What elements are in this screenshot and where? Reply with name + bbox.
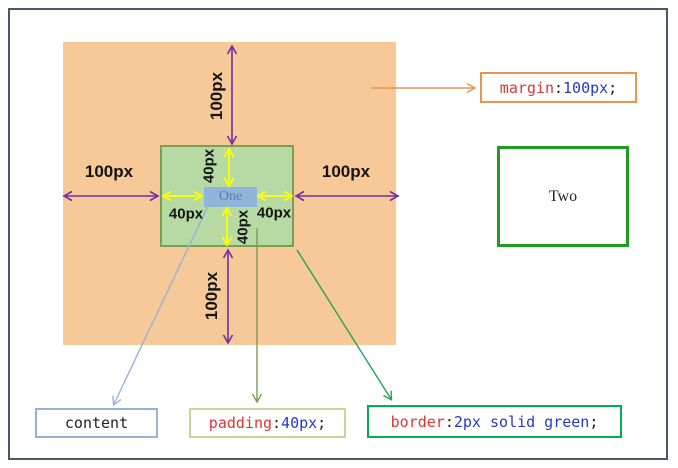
padding-callout-semi: ; [317,414,327,432]
padding-callout-prop: padding [208,414,273,432]
padding-callout-value: 40px [281,414,318,432]
margin-bottom-label: 100px [202,271,221,321]
content-box-one: One [204,187,257,207]
box-two: Two [497,146,629,247]
padding-top-label: 40px [200,148,218,184]
margin-callout-prop: margin [499,78,554,97]
border-callout-semi: ; [589,412,599,431]
padding-callout-colon: : [272,414,282,432]
margin-callout: margin:100px; [480,72,637,103]
margin-left-label: 100px [84,162,134,181]
border-callout-colon: : [444,412,454,431]
margin-right-label: 100px [321,162,371,181]
content-callout: content [35,408,158,438]
padding-callout: padding:40px; [189,408,346,438]
margin-callout-semi: ; [608,78,618,97]
padding-right-label: 40px [256,204,292,222]
padding-left-label: 40px [168,205,204,223]
margin-top-label: 100px [207,71,226,121]
border-callout-value: 2px solid green [453,412,590,431]
content-callout-label: content [64,414,129,432]
margin-callout-value: 100px [563,78,609,97]
margin-callout-colon: : [553,78,564,97]
border-callout: border:2px solid green; [367,405,622,438]
border-callout-prop: border [390,412,445,431]
padding-bottom-label: 40px [234,209,252,245]
